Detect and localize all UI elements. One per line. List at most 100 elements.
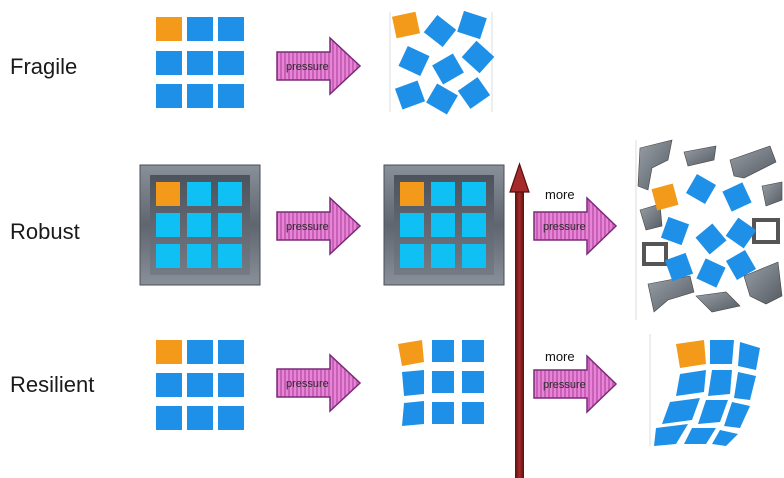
tile [156, 51, 182, 75]
pressure-arrow-label: pressure [286, 221, 329, 233]
tile-orange [156, 182, 180, 206]
tile [457, 10, 487, 40]
tile [402, 370, 424, 396]
tile [712, 430, 738, 446]
tile [218, 84, 244, 108]
resilient-deformed-grid [649, 334, 760, 446]
tile [187, 182, 211, 206]
tile [722, 182, 752, 212]
tile [187, 340, 213, 364]
tile [431, 182, 455, 206]
tile [676, 370, 706, 396]
frame-shard [695, 291, 741, 313]
arrow-head-icon [509, 162, 530, 193]
more-label: more [545, 187, 575, 202]
more-pressure-arrow-resilient: more pressure [533, 349, 618, 414]
tile [462, 182, 486, 206]
tile [461, 40, 495, 74]
pressure-arrow-label: pressure [286, 61, 329, 73]
tile [187, 84, 213, 108]
pressure-arrow-resilient: pressure [276, 353, 362, 413]
tile [725, 249, 757, 281]
tile [218, 182, 242, 206]
tile [462, 244, 486, 268]
tile [187, 373, 213, 397]
pressure-arrow-label: pressure [543, 379, 586, 391]
tile [664, 252, 694, 282]
tile [156, 406, 182, 430]
tile [695, 223, 727, 255]
row-label-fragile: Fragile [10, 54, 77, 79]
tile [660, 216, 690, 246]
tile [431, 244, 455, 268]
tile [402, 401, 424, 426]
pressure-arrow-label: pressure [543, 221, 586, 233]
tile [685, 173, 717, 205]
tile [400, 244, 424, 268]
robust-framed-grid-under-pressure [383, 164, 505, 286]
tile [156, 84, 182, 108]
tile [218, 51, 244, 75]
tile-orange [676, 340, 706, 368]
tile-orange [156, 340, 182, 364]
tile [187, 406, 213, 430]
frame-shard [729, 145, 777, 179]
vertical-escalation-arrow [509, 162, 530, 478]
tile [187, 244, 211, 268]
tile [187, 213, 211, 237]
fragile-shattered-grid [389, 10, 495, 115]
frame-shard [752, 218, 780, 244]
tile [698, 400, 728, 424]
tile [708, 370, 732, 396]
tile [462, 340, 484, 362]
tile-orange [398, 340, 424, 366]
tile [187, 17, 213, 41]
pressure-arrow-robust: pressure [276, 196, 362, 256]
frame-shard [639, 203, 663, 231]
tile [432, 340, 454, 362]
resilient-bent-grid [398, 340, 484, 426]
row-label-resilient: Resilient [10, 372, 94, 397]
tile [218, 340, 244, 364]
tile [423, 14, 457, 48]
more-label: more [545, 349, 575, 364]
more-pressure-arrow-robust: more pressure [533, 187, 618, 256]
tile [156, 244, 180, 268]
tile [218, 244, 242, 268]
tile [710, 340, 734, 364]
tile [432, 53, 464, 85]
tile [218, 17, 244, 41]
frame-shard [642, 242, 668, 266]
pressure-arrow-fragile: pressure [276, 36, 362, 96]
tile [398, 45, 430, 77]
tile [218, 373, 244, 397]
tile [187, 51, 213, 75]
resilient-intact-grid [156, 340, 244, 430]
tile [432, 371, 454, 393]
tile [457, 77, 491, 109]
tile-orange [400, 182, 424, 206]
tile [218, 406, 244, 430]
tile-orange [651, 183, 679, 211]
tile [462, 371, 484, 393]
tile [725, 217, 757, 249]
tile [426, 83, 458, 115]
tile [431, 213, 455, 237]
frame-shard [683, 145, 717, 167]
tile [218, 213, 242, 237]
tile [462, 213, 486, 237]
frame-shard [637, 139, 673, 191]
tile [738, 342, 760, 370]
tile [400, 213, 424, 237]
tile [662, 398, 700, 424]
tile [394, 80, 426, 110]
tile [156, 373, 182, 397]
tile-orange [391, 11, 421, 39]
robust-framed-grid [139, 164, 261, 286]
tile [734, 372, 756, 400]
tile [462, 402, 484, 424]
tile [432, 402, 454, 424]
row-label-robust: Robust [10, 219, 80, 244]
frame-shard [761, 181, 783, 207]
